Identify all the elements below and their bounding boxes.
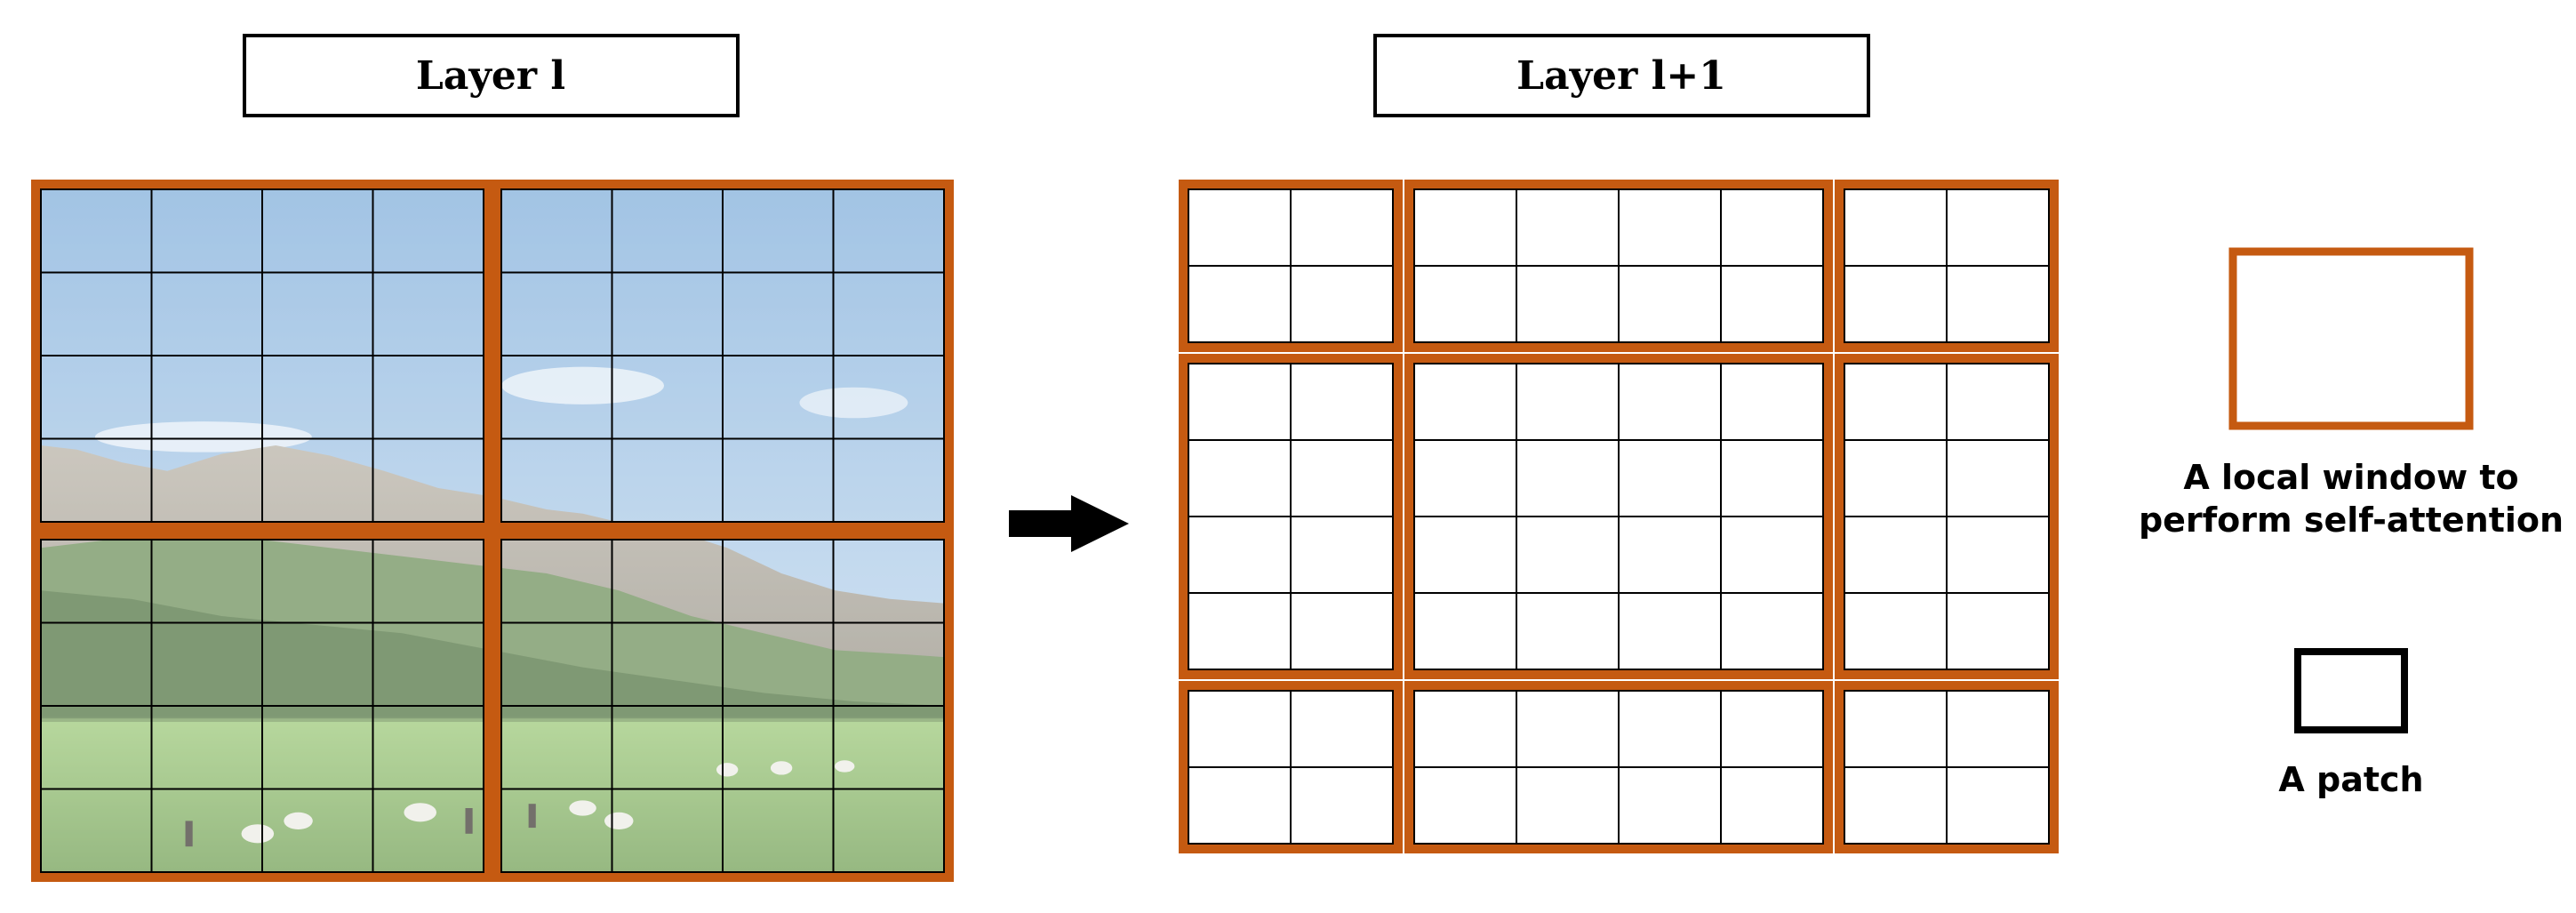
shifted-local-window bbox=[1835, 681, 2059, 853]
patch-cell bbox=[1946, 592, 2050, 670]
patch-cell bbox=[1720, 592, 1824, 670]
layer-l1-panel bbox=[1179, 180, 2059, 853]
local-window bbox=[492, 180, 954, 532]
shifted-local-window bbox=[1179, 180, 1403, 352]
patch-legend-icon bbox=[2294, 648, 2408, 733]
layer-l1-windows bbox=[1179, 180, 2059, 853]
patch-cell bbox=[832, 788, 945, 873]
patch-cell bbox=[1290, 265, 1394, 343]
layer-l1-title-box: Layer l+1 bbox=[1373, 34, 1870, 117]
right-arrow-icon bbox=[1009, 495, 1129, 552]
shifted-local-window bbox=[1404, 180, 1833, 352]
window-legend-icon bbox=[2228, 247, 2474, 430]
local-window bbox=[492, 530, 954, 882]
patch-cell bbox=[1946, 766, 2050, 845]
patch-cell bbox=[1290, 592, 1394, 670]
patch-cell bbox=[1290, 766, 1394, 845]
legend: A local window to perform self-attention… bbox=[2139, 247, 2564, 799]
patch-cell bbox=[1720, 265, 1824, 343]
patch-cell bbox=[1946, 265, 2050, 343]
shifted-local-window bbox=[1404, 681, 1833, 853]
patch-cell bbox=[372, 437, 484, 523]
layer-l-windows bbox=[31, 180, 954, 882]
layer-l-title-box: Layer l bbox=[243, 34, 740, 117]
legend-patch-label: A patch bbox=[2278, 760, 2423, 799]
patch-cell bbox=[372, 788, 484, 873]
legend-window-line2: perform self-attention bbox=[2139, 501, 2564, 540]
layer-l1-title: Layer l+1 bbox=[1516, 53, 1726, 99]
shifted-local-window bbox=[1404, 354, 1833, 679]
layer-l1-patch-grid bbox=[1188, 188, 2050, 845]
layer-l-title: Layer l bbox=[416, 53, 565, 99]
shifted-local-window bbox=[1835, 354, 2059, 679]
local-window bbox=[31, 180, 493, 532]
shifted-local-window bbox=[1179, 681, 1403, 853]
local-window bbox=[31, 530, 493, 882]
patch-cell bbox=[832, 437, 945, 523]
layer-l-patch-grid bbox=[40, 188, 945, 873]
patch-cell bbox=[1720, 766, 1824, 845]
shifted-local-window bbox=[1179, 354, 1403, 679]
shifted-local-window bbox=[1835, 180, 2059, 352]
legend-window-line1: A local window to bbox=[2183, 458, 2518, 497]
layer-l-panel bbox=[31, 180, 954, 882]
